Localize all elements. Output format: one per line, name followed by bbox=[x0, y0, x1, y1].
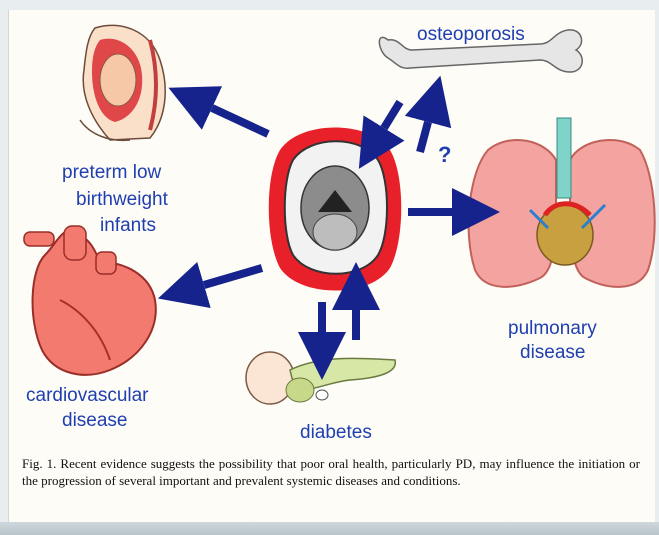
label-preterm-line1: preterm low bbox=[62, 160, 161, 185]
label-pulmonary-line1: pulmonary bbox=[508, 316, 597, 341]
label-preterm-line3: infants bbox=[100, 213, 156, 238]
caption-prefix: Fig. 1. bbox=[22, 456, 56, 471]
arrow-to-cardiovascular bbox=[204, 268, 262, 285]
mouth-illustration bbox=[269, 128, 402, 291]
label-osteoporosis: osteoporosis bbox=[417, 22, 525, 47]
label-cardiovascular-line1: cardiovascular bbox=[26, 383, 149, 408]
lungs-illustration bbox=[469, 118, 655, 287]
arrow-from-osteoporosis-up bbox=[420, 122, 428, 152]
pregnancy-illustration bbox=[80, 25, 165, 140]
caption-text: Recent evidence suggests the possibility… bbox=[22, 456, 640, 488]
arrow-to-preterm bbox=[212, 108, 268, 134]
question-mark: ? bbox=[438, 142, 451, 167]
label-diabetes: diabetes bbox=[300, 420, 372, 445]
label-cardiovascular-line2: disease bbox=[62, 408, 128, 433]
label-preterm-line2: birthweight bbox=[76, 187, 168, 212]
pancreas-illustration bbox=[246, 352, 395, 404]
arrow-to-osteoporosis-down bbox=[384, 102, 400, 128]
figure-caption: Fig. 1. Recent evidence suggests the pos… bbox=[22, 455, 640, 489]
heart-illustration bbox=[24, 226, 156, 375]
label-pulmonary-line2: disease bbox=[520, 340, 586, 365]
